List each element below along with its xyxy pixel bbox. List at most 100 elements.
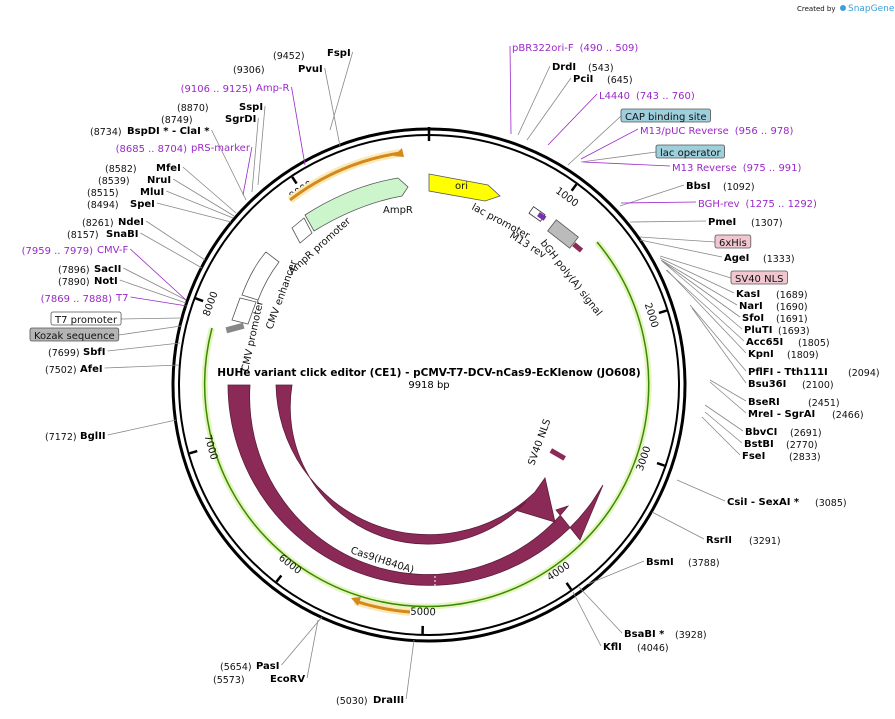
restriction-site-name[interactable]: SpeI <box>130 199 155 210</box>
restriction-site-name[interactable]: PluTI <box>744 325 772 336</box>
restriction-site-name[interactable]: MfeI <box>156 163 181 174</box>
feature-box-label[interactable]: CAP binding site <box>625 112 707 123</box>
primer-name[interactable]: CMV-F <box>97 245 128 256</box>
site-position: (5573) <box>213 675 245 686</box>
restriction-site-name[interactable]: AfeI <box>80 364 103 375</box>
restriction-site-name[interactable]: NotI <box>94 276 118 287</box>
site-leader <box>251 117 259 193</box>
restriction-site-name[interactable]: BsmI <box>646 557 674 568</box>
site-leader <box>211 129 247 201</box>
site-leader <box>405 639 415 700</box>
plasmid-size: 9918 bp <box>408 380 449 391</box>
primer-name[interactable]: M13/pUC Reverse <box>640 126 729 137</box>
site-position: (1691) <box>776 314 808 325</box>
feature-box-label[interactable]: 6xHis <box>719 238 747 249</box>
ampr-promoter-feature[interactable] <box>291 217 313 244</box>
restriction-site-name[interactable]: BglII <box>80 431 106 442</box>
restriction-site-name[interactable]: EcoRV <box>270 674 305 685</box>
site-position: (1333) <box>763 254 795 265</box>
restriction-site-name[interactable]: MreI - SgrAI <box>748 409 815 420</box>
m13-rev-feature[interactable] <box>537 212 547 221</box>
primer-name[interactable]: M13 Reverse <box>672 163 737 174</box>
ori-feature[interactable] <box>428 173 501 202</box>
ampr-feature[interactable] <box>304 177 409 232</box>
site-leader <box>691 307 747 384</box>
restriction-site-name[interactable]: PciI <box>573 74 593 85</box>
site-leader <box>704 404 744 432</box>
primer-name[interactable]: L4440 <box>599 91 630 102</box>
site-position: (8582) <box>105 164 137 175</box>
feature-box-label[interactable]: SV40 NLS <box>735 274 784 285</box>
primer-name[interactable]: pBR322ori-F <box>512 43 574 54</box>
feature-box-leader <box>121 317 182 320</box>
site-leader <box>689 304 747 372</box>
restriction-site-name[interactable]: FspI <box>327 48 351 59</box>
restriction-site-name[interactable]: PmeI <box>708 217 736 228</box>
cas9-label: Cas9 <box>373 512 402 528</box>
restriction-site-name[interactable]: NarI <box>739 301 763 312</box>
primer-leader <box>291 86 306 166</box>
restriction-site-name[interactable]: AgeI <box>724 253 749 264</box>
restriction-site-name[interactable]: CsiI - SexAI * <box>727 497 800 508</box>
primer-name[interactable]: Amp-R <box>256 83 290 94</box>
site-leader <box>123 267 187 301</box>
sv40-nls-feature[interactable] <box>549 448 566 461</box>
restriction-site-name[interactable]: SbfI <box>83 347 105 358</box>
restriction-site-name[interactable]: PflFI - Tth111I <box>748 367 828 378</box>
restriction-site-name[interactable]: FseI <box>742 451 765 462</box>
ampr-label: AmpR <box>383 205 413 216</box>
restriction-site-name[interactable]: BseRI <box>748 397 780 408</box>
feature-box <box>620 108 711 123</box>
bgh-feature[interactable] <box>547 219 579 249</box>
restriction-site-name[interactable]: NruI <box>147 175 171 186</box>
feature-box <box>50 311 122 326</box>
restriction-site-name[interactable]: KflI <box>603 642 622 653</box>
restriction-site-name[interactable]: RsrII <box>706 535 732 546</box>
site-position: (8734) <box>90 127 122 138</box>
restriction-site-name[interactable]: SacII <box>94 264 121 275</box>
site-position: (7896) <box>58 265 90 276</box>
restriction-site-name[interactable]: Acc65I <box>746 337 783 348</box>
restriction-site-name[interactable]: SspI <box>239 102 263 113</box>
restriction-site-name[interactable]: BspDI * - ClaI * <box>127 126 210 137</box>
restriction-site-name[interactable]: Bsu36I <box>748 379 786 390</box>
restriction-site-name[interactable]: MluI <box>140 187 164 198</box>
site-leader <box>665 269 745 342</box>
restriction-site-name[interactable]: KasI <box>736 289 760 300</box>
site-position: (1690) <box>776 302 808 313</box>
restriction-site-name[interactable]: SnaBI <box>106 229 138 240</box>
cas9-feature[interactable] <box>275 384 556 545</box>
restriction-site-name[interactable]: NdeI <box>118 217 144 228</box>
scale-tick <box>656 461 665 467</box>
cmv-promoter-feature[interactable] <box>231 297 257 325</box>
feature-box-label[interactable]: Kozak sequence <box>34 331 115 342</box>
restriction-site-name[interactable]: BsaBI * <box>624 629 665 640</box>
site-position: (8494) <box>87 200 119 211</box>
primer-name[interactable]: T7 <box>115 293 128 304</box>
site-position: (1805) <box>798 338 830 349</box>
restriction-site-name[interactable]: PasI <box>256 661 279 672</box>
site-leader <box>145 220 206 261</box>
primer-name[interactable]: pRS-marker <box>191 143 251 154</box>
site-leader <box>587 560 645 585</box>
feature-box-label[interactable]: lac operator <box>660 148 721 159</box>
restriction-site-name[interactable]: SgrDI <box>225 114 256 125</box>
restriction-site-name[interactable]: BbvCI <box>745 427 777 438</box>
restriction-site-name[interactable]: SfoI <box>742 313 764 324</box>
scale-tick-label: 7000 <box>201 434 219 461</box>
restriction-site-name[interactable]: BbsI <box>686 181 710 192</box>
site-position: (2833) <box>789 452 821 463</box>
primer-name[interactable]: BGH-rev <box>698 199 740 210</box>
restriction-site-name[interactable]: BstBI <box>744 439 774 450</box>
feature-box-label[interactable]: T7 promoter <box>54 315 118 326</box>
restriction-site-name[interactable]: DraIII <box>373 695 404 706</box>
restriction-site-name[interactable]: DrdI <box>552 62 576 73</box>
cas9-h840a-feature[interactable] <box>227 384 604 586</box>
scale-tick <box>565 582 573 591</box>
cmv-enhancer-feature[interactable] <box>241 251 280 301</box>
restriction-site-name[interactable]: KpnI <box>748 349 774 360</box>
feature-box-leader <box>118 325 182 336</box>
leader-lines <box>104 45 747 700</box>
restriction-site-name[interactable]: PvuI <box>298 64 323 75</box>
site-position: (1307) <box>751 218 783 229</box>
